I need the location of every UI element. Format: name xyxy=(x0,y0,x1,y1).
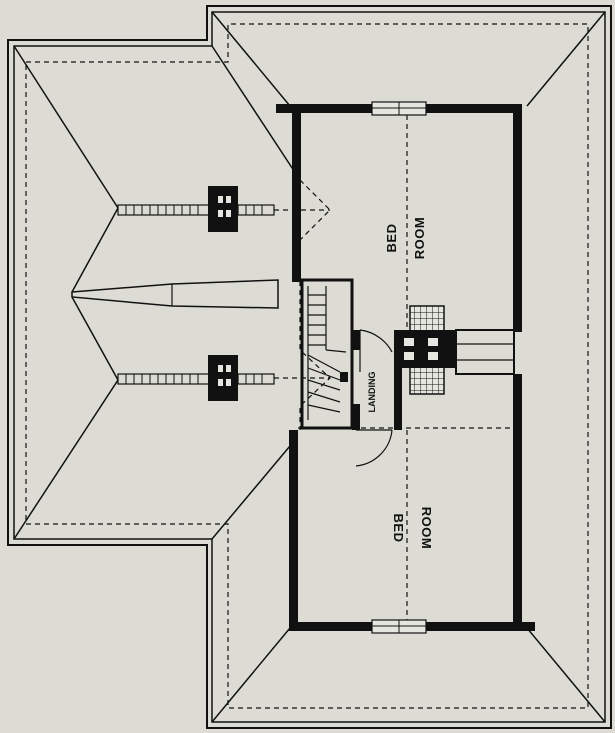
staircase xyxy=(300,278,354,430)
landing-walls xyxy=(352,330,402,430)
bedroom-top-line1: BED xyxy=(384,224,399,253)
room-label-top: BED ROOM xyxy=(384,217,427,259)
dormer-bottom xyxy=(117,355,275,401)
bedroom-bottom-line2: ROOM xyxy=(419,507,434,549)
eaves-line xyxy=(25,23,589,709)
roof-ridge xyxy=(71,279,279,309)
windows xyxy=(371,101,427,634)
ceiling-lines xyxy=(298,115,513,620)
landing-text: LANDING xyxy=(367,372,377,413)
door-swings xyxy=(355,329,393,467)
bedroom-top-line2: ROOM xyxy=(412,217,427,259)
dormer-top xyxy=(117,186,275,232)
bedroom-bottom-line1: BED xyxy=(391,514,406,543)
chimney xyxy=(398,305,515,395)
landing-label: LANDING xyxy=(367,372,377,413)
roof-hip-lines xyxy=(13,11,606,723)
room-label-bottom: BED ROOM xyxy=(391,507,434,549)
